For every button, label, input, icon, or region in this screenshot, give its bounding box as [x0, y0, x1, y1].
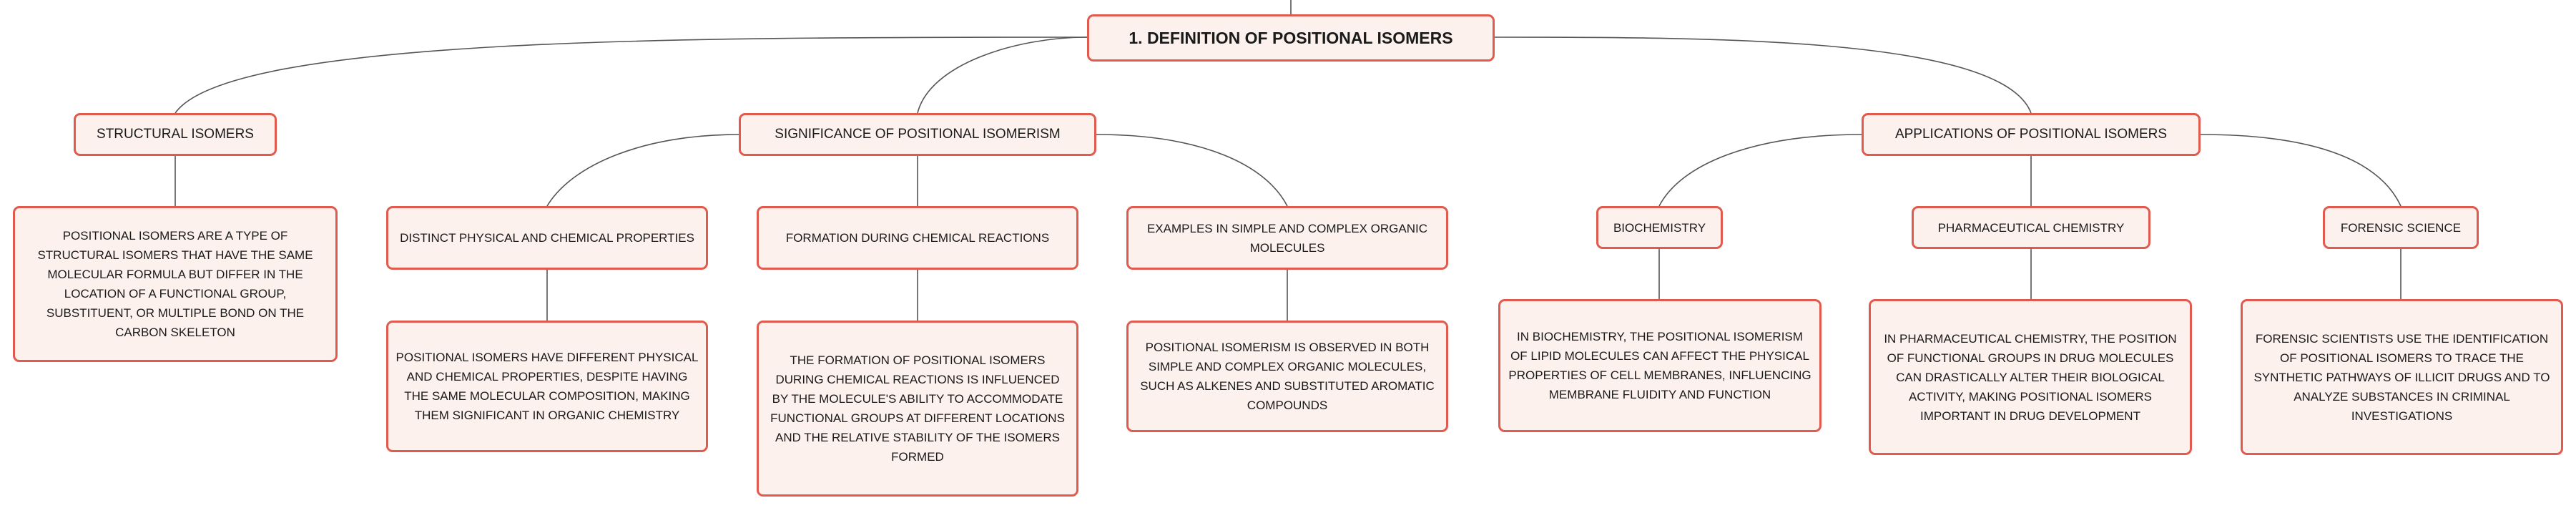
connector-significance-topic3	[1096, 134, 1288, 207]
detail-structural-text: POSITIONAL ISOMERS ARE A TYPE OF STRUCTU…	[37, 229, 313, 339]
branch-structural-label: STRUCTURAL ISOMERS	[97, 127, 254, 142]
detail-examples-molecules[interactable]: POSITIONAL ISOMERISM IS OBSERVED IN BOTH…	[1126, 321, 1448, 432]
detail-formation-reactions-text: THE FORMATION OF POSITIONAL ISOMERS DURI…	[770, 353, 1065, 464]
detail-biochemistry-text: IN BIOCHEMISTRY, THE POSITIONAL ISOMERIS…	[1508, 330, 1811, 401]
detail-examples-molecules-text: POSITIONAL ISOMERISM IS OBSERVED IN BOTH…	[1140, 341, 1435, 412]
detail-structural-isomers[interactable]: POSITIONAL ISOMERS ARE A TYPE OF STRUCTU…	[13, 206, 338, 362]
topic-forensic-label: FORENSIC SCIENCE	[2340, 220, 2462, 235]
root-label: 1. DEFINITION OF POSITIONAL ISOMERS	[1129, 28, 1453, 47]
topic-examples-molecules[interactable]: EXAMPLES IN SIMPLE AND COMPLEX ORGANIC M…	[1126, 206, 1448, 270]
branch-significance[interactable]: SIGNIFICANCE OF POSITIONAL ISOMERISM	[739, 113, 1096, 156]
detail-distinct-properties[interactable]: POSITIONAL ISOMERS HAVE DIFFERENT PHYSIC…	[386, 321, 708, 452]
topic-distinct-properties[interactable]: DISTINCT PHYSICAL AND CHEMICAL PROPERTIE…	[386, 206, 708, 270]
topic-pharmaceutical-chemistry[interactable]: PHARMACEUTICAL CHEMISTRY	[1912, 206, 2150, 249]
branch-structural-isomers[interactable]: STRUCTURAL ISOMERS	[74, 113, 277, 156]
topic-biochemistry-label: BIOCHEMISTRY	[1613, 220, 1706, 235]
connector-applications-bio	[1658, 134, 1862, 207]
topic-pharmaceutical-label: PHARMACEUTICAL CHEMISTRY	[1937, 220, 2125, 235]
detail-formation-reactions[interactable]: THE FORMATION OF POSITIONAL ISOMERS DURI…	[757, 321, 1078, 497]
detail-distinct-properties-text: POSITIONAL ISOMERS HAVE DIFFERENT PHYSIC…	[395, 351, 699, 422]
branch-applications-label: APPLICATIONS OF POSITIONAL ISOMERS	[1894, 127, 2168, 142]
topic-forensic-science[interactable]: FORENSIC SCIENCE	[2323, 206, 2479, 249]
topic-distinct-properties-label: DISTINCT PHYSICAL AND CHEMICAL PROPERTIE…	[400, 231, 694, 245]
branch-significance-label: SIGNIFICANCE OF POSITIONAL ISOMERISM	[775, 127, 1061, 142]
detail-forensic-science[interactable]: FORENSIC SCIENTISTS USE THE IDENTIFICATI…	[2241, 299, 2563, 455]
topic-examples-molecules-label: EXAMPLES IN SIMPLE AND COMPLEX ORGANIC M…	[1146, 221, 1428, 255]
detail-biochemistry[interactable]: IN BIOCHEMISTRY, THE POSITIONAL ISOMERIS…	[1498, 299, 1822, 432]
connector-root-significance	[917, 36, 1088, 114]
detail-pharmaceutical-text: IN PHARMACEUTICAL CHEMISTRY, THE POSITIO…	[1884, 331, 2177, 423]
branch-applications[interactable]: APPLICATIONS OF POSITIONAL ISOMERS	[1862, 113, 2201, 156]
connector-root-applications	[1494, 36, 2032, 114]
topic-formation-reactions[interactable]: FORMATION DURING CHEMICAL REACTIONS	[757, 206, 1078, 270]
connector-significance-topic1	[546, 134, 739, 207]
topic-formation-reactions-label: FORMATION DURING CHEMICAL REACTIONS	[785, 231, 1050, 245]
detail-forensic-text: FORENSIC SCIENTISTS USE THE IDENTIFICATI…	[2253, 331, 2550, 423]
connector-applications-forensic	[2200, 134, 2402, 207]
detail-pharmaceutical-chemistry[interactable]: IN PHARMACEUTICAL CHEMISTRY, THE POSITIO…	[1869, 299, 2192, 455]
connector-root-structural	[174, 36, 1088, 114]
topic-biochemistry[interactable]: BIOCHEMISTRY	[1596, 206, 1723, 249]
root-node[interactable]: 1. DEFINITION OF POSITIONAL ISOMERS	[1087, 14, 1495, 62]
